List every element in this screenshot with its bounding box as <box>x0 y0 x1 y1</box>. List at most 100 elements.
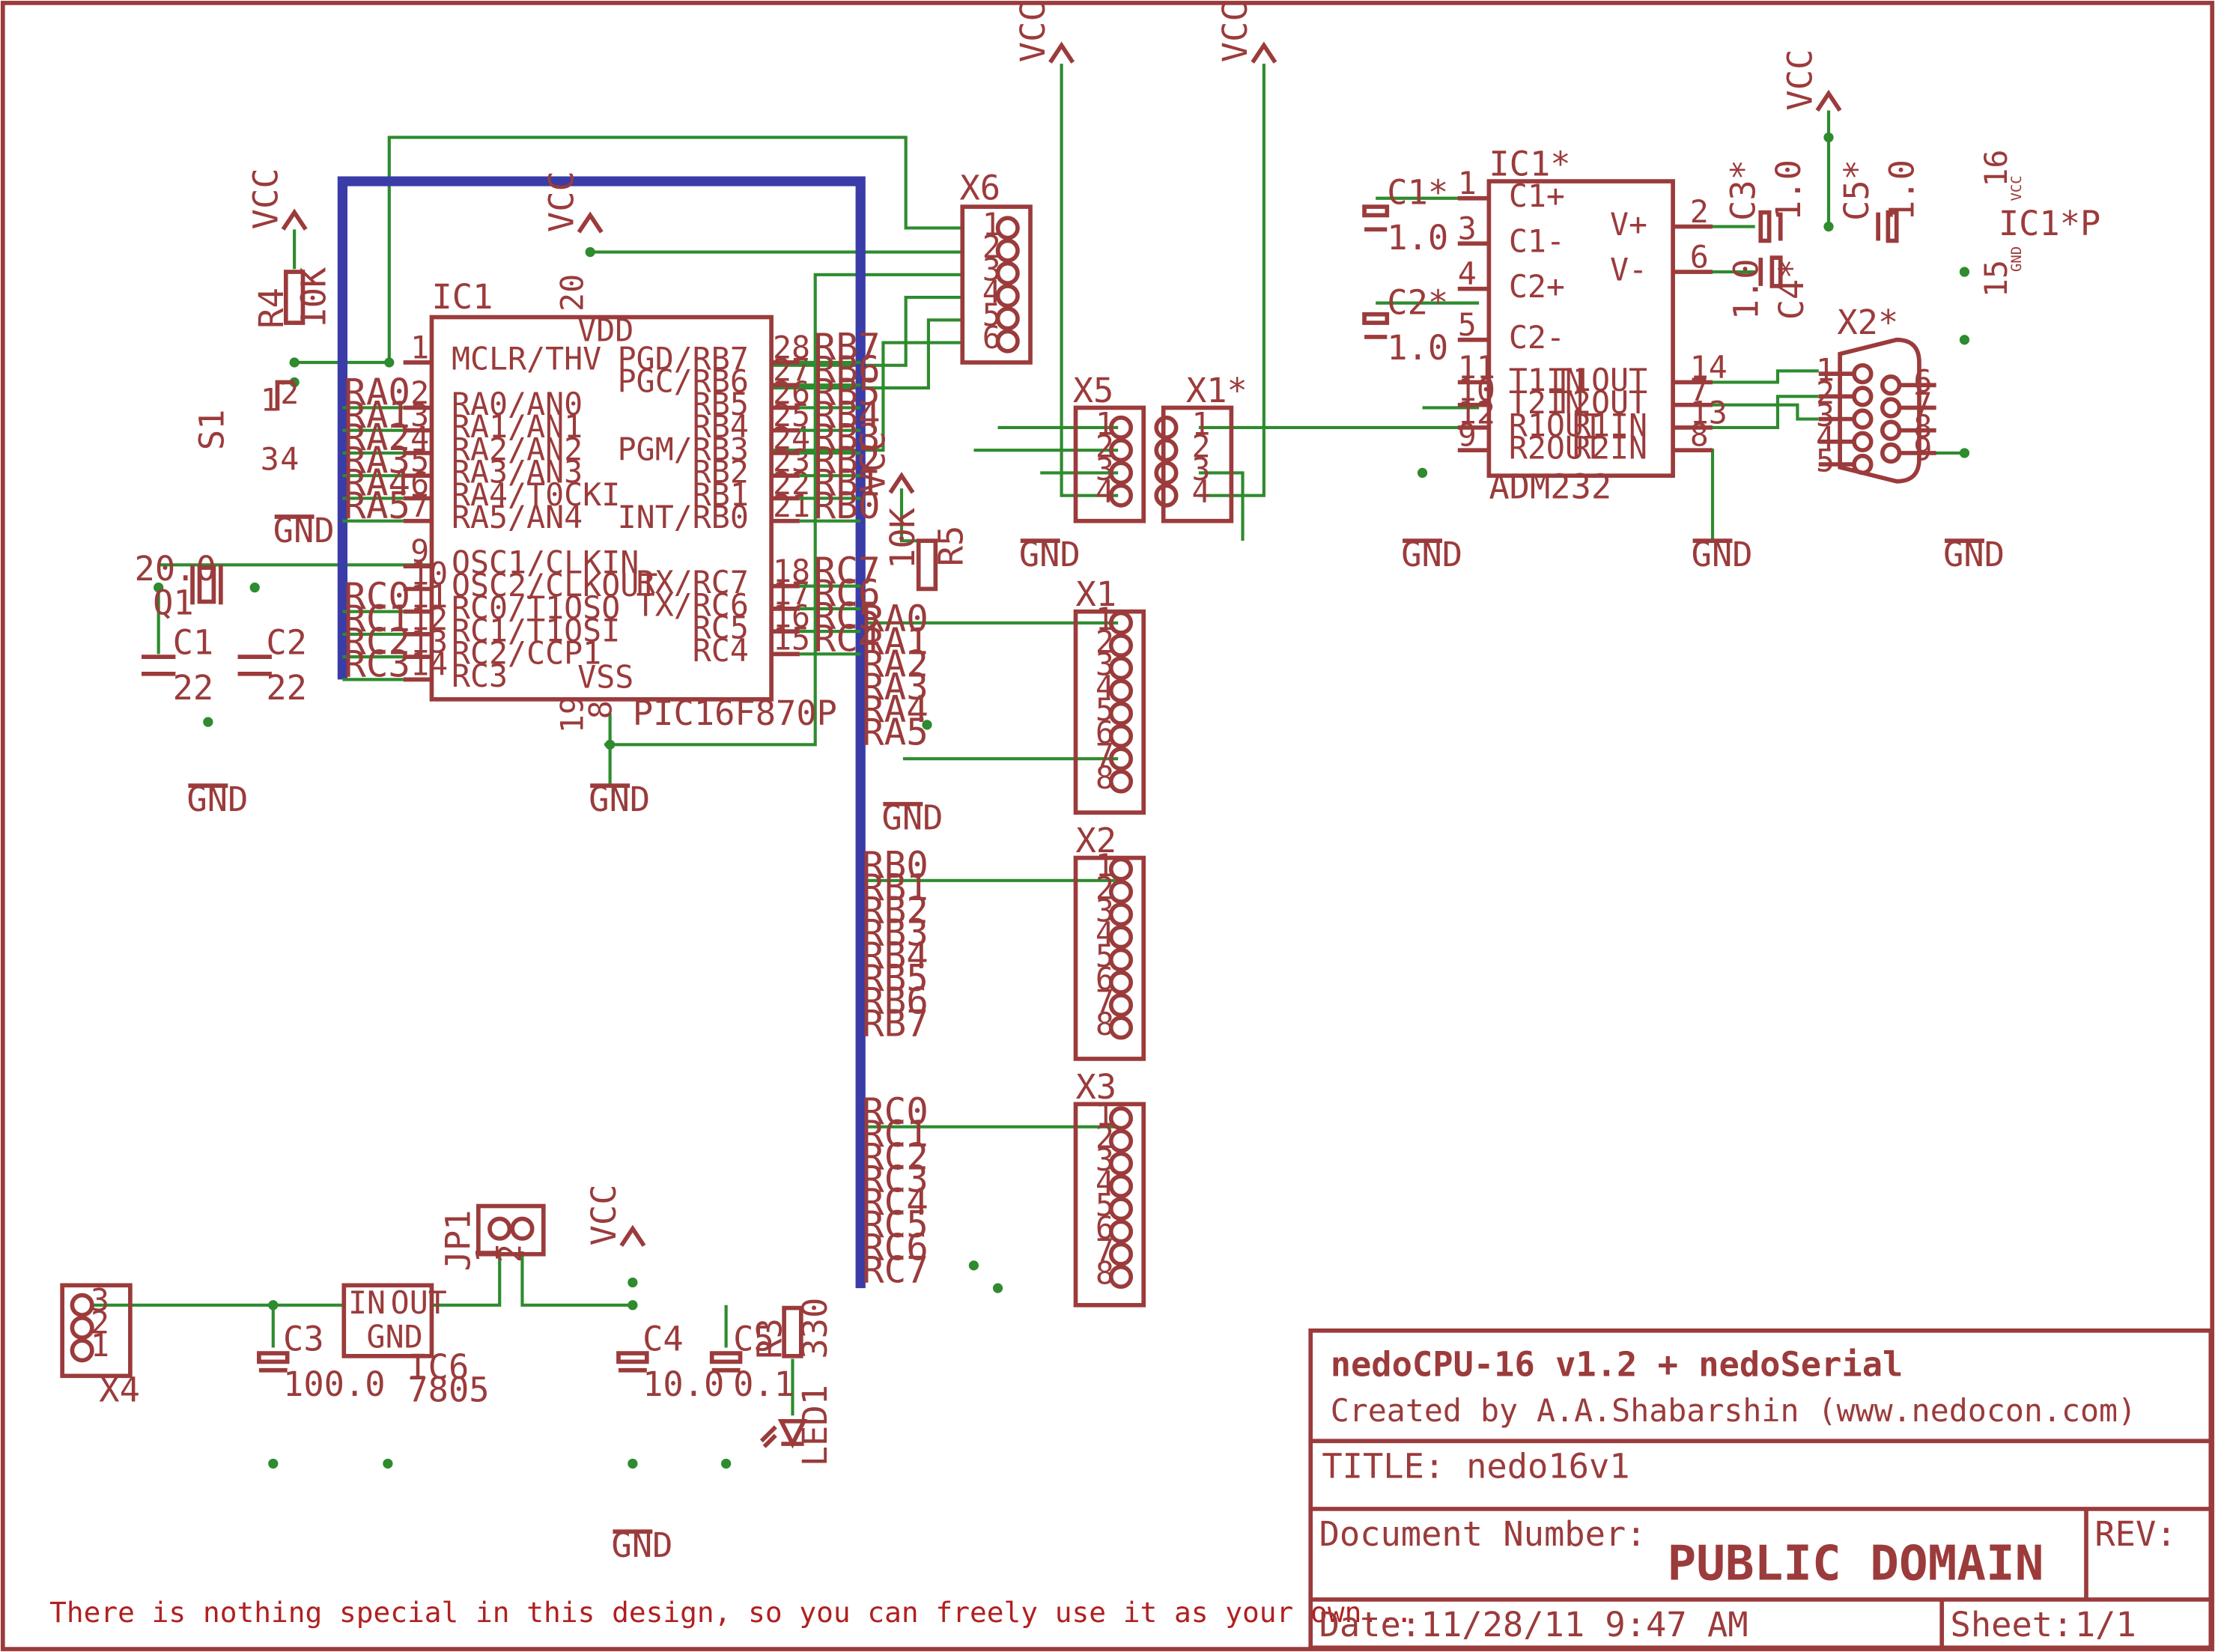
ic1-pin-name: PGC/RB6 <box>618 363 749 400</box>
x2-net-label: RB3 <box>862 911 929 955</box>
x1-pin-number: 1 <box>1096 601 1114 637</box>
db9-pad <box>1852 408 1874 430</box>
net-label: RC1 <box>344 597 410 640</box>
s1-switch <box>275 380 295 411</box>
adm232-pin-number: 3 <box>1458 210 1477 247</box>
jp1-pin1: 1 <box>469 1244 505 1263</box>
net-label: RB6 <box>814 347 881 391</box>
ic1-pin-name: OSC1/CLKIN <box>452 544 639 581</box>
x4-pins: 321 <box>70 1281 109 1364</box>
vcc-arrow-icon <box>1048 41 1075 64</box>
ic1-pin-number: 18 <box>773 553 810 589</box>
x2-pin-number: 7 <box>1096 983 1114 1020</box>
ic6-in: IN <box>348 1284 386 1321</box>
x1s-pad <box>1154 438 1179 463</box>
ic1-value: PIC16F870P <box>633 693 837 733</box>
x2-net-label: RB5 <box>862 956 929 1000</box>
ic1-pin-number: 11 <box>410 578 448 615</box>
x6-pad <box>995 306 1020 331</box>
x3-pad <box>1108 1129 1134 1153</box>
net-label: RC7 <box>814 549 881 592</box>
sheet-value: 1/1 <box>2075 1605 2136 1645</box>
x1-net-label: RA3 <box>862 665 929 708</box>
c4-name: C4 <box>642 1319 684 1358</box>
adm232-pin15: 15 <box>1978 260 2014 297</box>
x3-pin-number: 3 <box>1096 1141 1114 1178</box>
c5-capacitor <box>709 1351 743 1373</box>
c1-capacitor <box>142 655 176 676</box>
x3-net-label: RC5 <box>862 1203 929 1246</box>
c2s-capacitor <box>1362 312 1390 339</box>
s1-pin2: 2 <box>280 374 299 411</box>
x2-net-label: RB1 <box>862 866 929 909</box>
adm232-power-name: IC1*P <box>1999 204 2101 243</box>
x2-pin-number: 3 <box>1096 893 1114 929</box>
x2-net-label: RB6 <box>862 979 929 1022</box>
c3s-value: 1.0 <box>1769 160 1808 221</box>
x3-pad <box>1108 1106 1134 1131</box>
db9-pad <box>1880 397 1902 419</box>
ic6-value: 7805 <box>407 1370 489 1409</box>
r5-value: 10K <box>883 507 923 569</box>
x1-pad <box>1108 610 1134 635</box>
ic1-pin-name: RB4 <box>693 408 749 445</box>
x3-pin-number: 8 <box>1096 1254 1114 1291</box>
x1-pad <box>1108 769 1134 794</box>
c3-name: C3 <box>283 1319 324 1358</box>
x4-pin-number: 2 <box>91 1305 109 1341</box>
adm232-pin-name: R1IN <box>1573 407 1647 443</box>
x3-pad <box>1108 1242 1134 1266</box>
ic1-pin-name: PGM/RB3 <box>618 431 749 467</box>
x6-pad <box>995 261 1020 285</box>
x4-pin-number: 3 <box>91 1281 109 1318</box>
net-label: RB3 <box>814 416 881 459</box>
title-value: nedo16v1 <box>1466 1446 1629 1486</box>
x5-pad <box>1108 461 1134 485</box>
x6-pin-number: 3 <box>982 251 1001 288</box>
x2-pin-number: 2 <box>1096 869 1114 906</box>
adm232-pin-number: 11 <box>1458 349 1495 386</box>
r4-value: 10K <box>294 267 334 329</box>
net-label: RB1 <box>814 461 881 505</box>
x1-net-label: RA5 <box>862 710 929 753</box>
gnd-label: GND <box>589 780 650 819</box>
jp1-name: JP1 <box>439 1209 478 1271</box>
db9-pad <box>1852 362 1874 385</box>
net-label: RA3 <box>344 438 410 482</box>
s1-pin1: 1 <box>261 381 279 418</box>
adm232-pin-name: C2+ <box>1509 268 1565 305</box>
adm232-name: IC1* <box>1489 145 1570 184</box>
ic1-pin-name: TX/RC6 <box>636 586 749 623</box>
net-label: RB5 <box>814 371 881 414</box>
x5-pad <box>1108 483 1134 508</box>
x6-pin-number: 6 <box>982 319 1001 356</box>
vcc-arrow-icon <box>281 208 308 231</box>
x3-net-label: RC7 <box>862 1248 929 1292</box>
x3-pin-number: 4 <box>1096 1164 1114 1200</box>
net-label: RC3 <box>344 643 410 686</box>
gnd-label: GND <box>186 780 248 819</box>
ic1-pin-name: RA2/AN2 <box>452 431 583 467</box>
x1-net-label: RA1 <box>862 619 929 663</box>
r4-resistor <box>283 270 306 325</box>
ic1-pin-name: RA1/AN1 <box>452 408 583 445</box>
adm232-pin-name: C2- <box>1509 319 1565 356</box>
adm232-pin16: 16 <box>1978 150 2014 187</box>
db9-pin-number: 5 <box>1816 443 1835 479</box>
x4-name: X4 <box>99 1370 140 1409</box>
s1-pin4: 4 <box>280 441 299 478</box>
db9-pin-number: 6 <box>1913 363 1932 400</box>
adm232-pin-number: 5 <box>1458 306 1477 343</box>
c3-capacitor <box>257 1351 290 1373</box>
vcc-label: VCC <box>853 431 893 493</box>
db9-pad <box>1880 419 1902 441</box>
vcc-arrow-icon <box>577 211 604 234</box>
c5s-value: 1.0 <box>1882 160 1921 221</box>
x1-header <box>1073 609 1146 815</box>
